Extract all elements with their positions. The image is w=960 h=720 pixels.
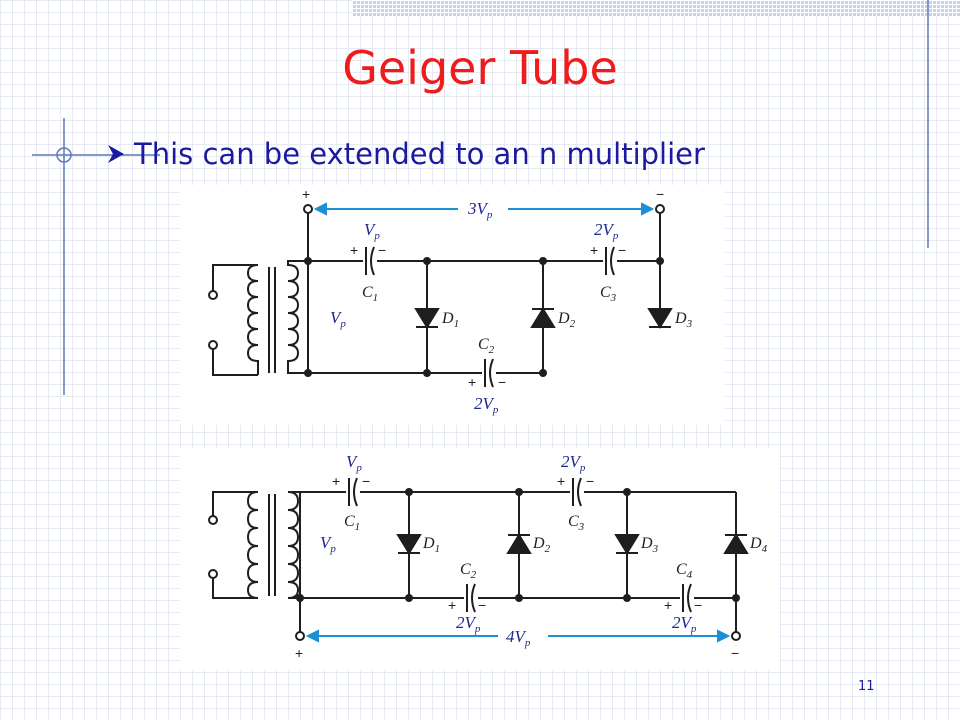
top-left-sign: + [302,186,310,202]
bullet-text: This can be extended to an n multiplier [134,137,705,171]
span-label: 3Vp [467,199,493,221]
d2-label: D2 [532,535,551,555]
c1-label: C1 [344,513,360,533]
secondary-voltage-label: Vp [330,308,346,330]
d2-label: D2 [557,310,576,330]
d1-label: D1 [441,310,459,330]
diode-d4-icon [723,533,749,554]
c1-label: C1 [362,284,378,304]
diode-d1-icon [396,534,422,555]
c1-voltage: Vp [364,220,380,242]
tripler-circuit-diagram: + − 3Vp Vp + − Vp C1 + − 2Vp C3 + − C2 2… [180,185,725,425]
d3-label: D3 [640,535,659,555]
diode-d2-icon [530,307,556,328]
c2-plus: + [448,597,456,613]
slide-title: Geiger Tube [342,41,618,95]
c1-plus: + [332,473,340,489]
c2-plus: + [468,374,476,390]
diode-d1-icon [414,308,440,329]
top-right-sign: − [656,186,664,202]
c3-voltage: 2Vp [594,220,619,242]
c3-minus: − [586,473,594,489]
d4-label: D4 [749,535,768,555]
c3-label: C3 [600,284,617,304]
c2-minus: − [498,374,506,390]
bottom-left-sign: + [295,645,303,661]
c2-voltage: 2Vp [474,394,499,416]
diode-d2-icon [506,533,532,554]
diode-d3-icon [614,534,640,555]
c1-plus: + [350,242,358,258]
secondary-voltage-label: Vp [320,533,336,555]
page-number: 11 [858,679,875,694]
c2-label: C2 [460,561,477,581]
bullet-arrow-icon [104,136,134,176]
c4-minus: − [694,597,702,613]
bullet-item: This can be extended to an n multiplier [104,134,705,176]
quadrupler-circuit-diagram: + − 4Vp Vp + − Vp C1 + − 2Vp C3 + − C2 2… [180,448,780,670]
c1-voltage: Vp [346,452,362,474]
c4-plus: + [664,597,672,613]
c2-voltage: 2Vp [456,613,481,635]
c2-minus: − [478,597,486,613]
c1-minus: − [362,473,370,489]
top-decorative-bar [352,0,960,16]
c4-label: C4 [676,561,693,581]
d1-label: D1 [422,535,440,555]
c3-plus: + [557,473,565,489]
c3-voltage: 2Vp [561,452,586,474]
c1-minus: − [378,242,386,258]
c4-voltage: 2Vp [672,613,697,635]
d3-label: D3 [674,310,693,330]
c2-label: C2 [478,336,495,356]
c3-minus: − [618,242,626,258]
bottom-right-sign: − [731,645,739,661]
c3-label: C3 [568,513,585,533]
diode-d3-icon [647,308,673,329]
c3-plus: + [590,242,598,258]
span-label: 4Vp [506,627,531,649]
